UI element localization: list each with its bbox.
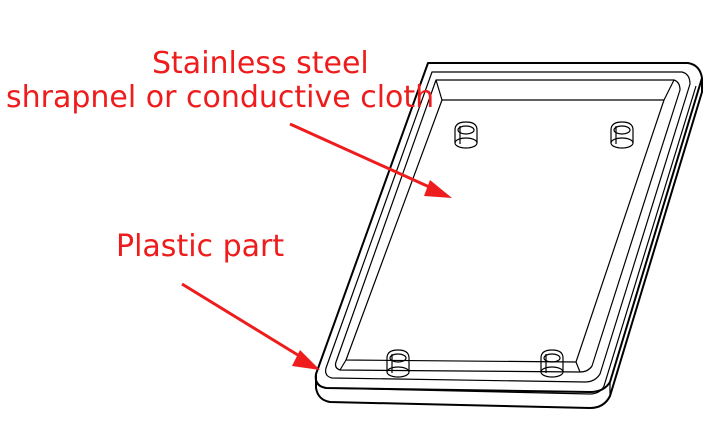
label-stainless-steel: Stainless steel [152,46,369,81]
tray-rim-inner-edge [325,71,691,383]
boss-bottom-right [540,349,564,378]
tray-wall-top-edge [334,79,681,373]
arrow-steel [289,122,452,198]
wall-corner-tl [435,79,443,101]
boss-top-left [454,121,478,149]
wall-corner-bl [339,359,347,371]
label-shrapnel-or-conductive-cloth: shrapnel or conductive cloth [6,80,435,115]
wall-corner-tr [663,79,675,101]
tray-front-side-inner [325,85,697,409]
tray-front-side [315,78,703,409]
plastic-tray [314,62,703,409]
label-plastic-part: Plastic part [116,229,285,264]
wall-corner-br [575,361,581,373]
boss-top-right [610,121,634,149]
arrow-plastic [181,282,320,370]
boss-bottom-left [386,349,410,378]
